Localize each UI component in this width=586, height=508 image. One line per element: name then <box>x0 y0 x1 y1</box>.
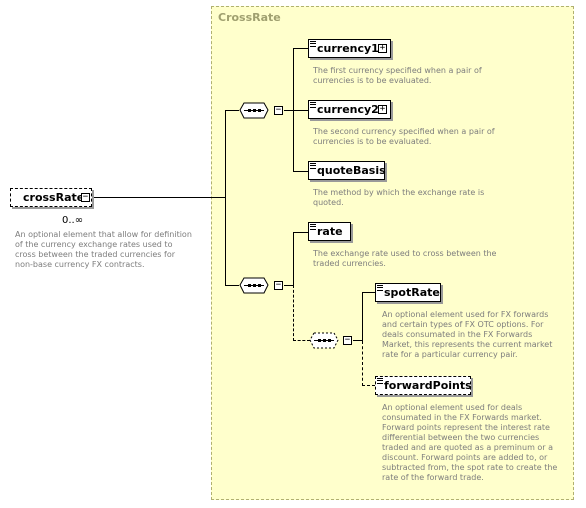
collapse-icon[interactable]: − <box>343 335 352 345</box>
optional-connector <box>362 341 363 386</box>
connector <box>362 292 363 341</box>
forwardpoints-description: An optional element used for deals consu… <box>382 403 558 482</box>
expand-icon[interactable]: + <box>378 43 387 53</box>
element-mark-icon <box>310 224 316 230</box>
expand-icon[interactable]: + <box>378 104 387 114</box>
currency1-label: currency1 <box>317 42 379 55</box>
connector <box>293 232 294 285</box>
rate-element[interactable]: rate <box>308 222 351 241</box>
currency1-element[interactable]: currency1 + <box>308 39 391 58</box>
collapse-icon[interactable]: − <box>274 280 283 290</box>
optional-connector <box>293 340 310 341</box>
quotebasis-label: quoteBasis <box>317 164 386 177</box>
forwardpoints-element[interactable]: forwardPoints <box>375 376 472 395</box>
forwardpoints-label: forwardPoints <box>384 379 472 392</box>
connector <box>284 110 293 111</box>
currency2-element[interactable]: currency2 + <box>308 100 391 119</box>
connector <box>293 171 308 172</box>
crossrate-label: crossRate <box>23 191 85 204</box>
element-mark-icon <box>310 163 316 169</box>
connector <box>225 110 226 285</box>
connector <box>293 110 308 111</box>
collapse-icon[interactable]: − <box>81 192 90 202</box>
optional-sequence-compositor[interactable] <box>309 332 345 349</box>
element-mark-icon <box>377 285 383 291</box>
connector <box>353 340 362 341</box>
connector <box>225 285 239 286</box>
element-mark-icon <box>310 41 316 47</box>
connector <box>225 110 239 111</box>
connector <box>293 48 294 171</box>
spotrate-element[interactable]: spotRate <box>375 283 441 302</box>
optional-connector <box>293 285 294 341</box>
sequence-compositor[interactable] <box>239 277 275 294</box>
currency2-description: The second currency specified when a pai… <box>313 127 495 146</box>
spotrate-description: An optional element used for FX forwards… <box>382 310 553 359</box>
connector <box>362 292 375 293</box>
collapse-icon[interactable]: − <box>274 105 283 115</box>
quotebasis-description: The method by which the exchange rate is… <box>313 188 485 207</box>
crossrate-description: An optional element that allow for defin… <box>15 230 192 269</box>
quotebasis-element[interactable]: quoteBasis <box>308 161 386 180</box>
spotrate-label: spotRate <box>384 286 440 299</box>
cardinality-label: 0..∞ <box>62 215 84 226</box>
connector <box>293 48 308 49</box>
connector <box>284 285 293 286</box>
connector <box>293 232 308 233</box>
rate-label: rate <box>317 225 343 238</box>
crossrate-element[interactable]: crossRate − <box>10 188 92 207</box>
crossrate-group-box <box>211 6 574 500</box>
element-mark-icon <box>310 102 316 108</box>
optional-connector <box>362 385 375 386</box>
sequence-compositor[interactable] <box>239 102 275 119</box>
connector <box>92 197 225 198</box>
group-title: CrossRate <box>218 11 281 24</box>
rate-description: The exchange rate used to cross between … <box>313 249 497 268</box>
currency2-label: currency2 <box>317 103 379 116</box>
element-mark-icon <box>377 378 383 384</box>
currency1-description: The first currency specified when a pair… <box>313 66 482 85</box>
